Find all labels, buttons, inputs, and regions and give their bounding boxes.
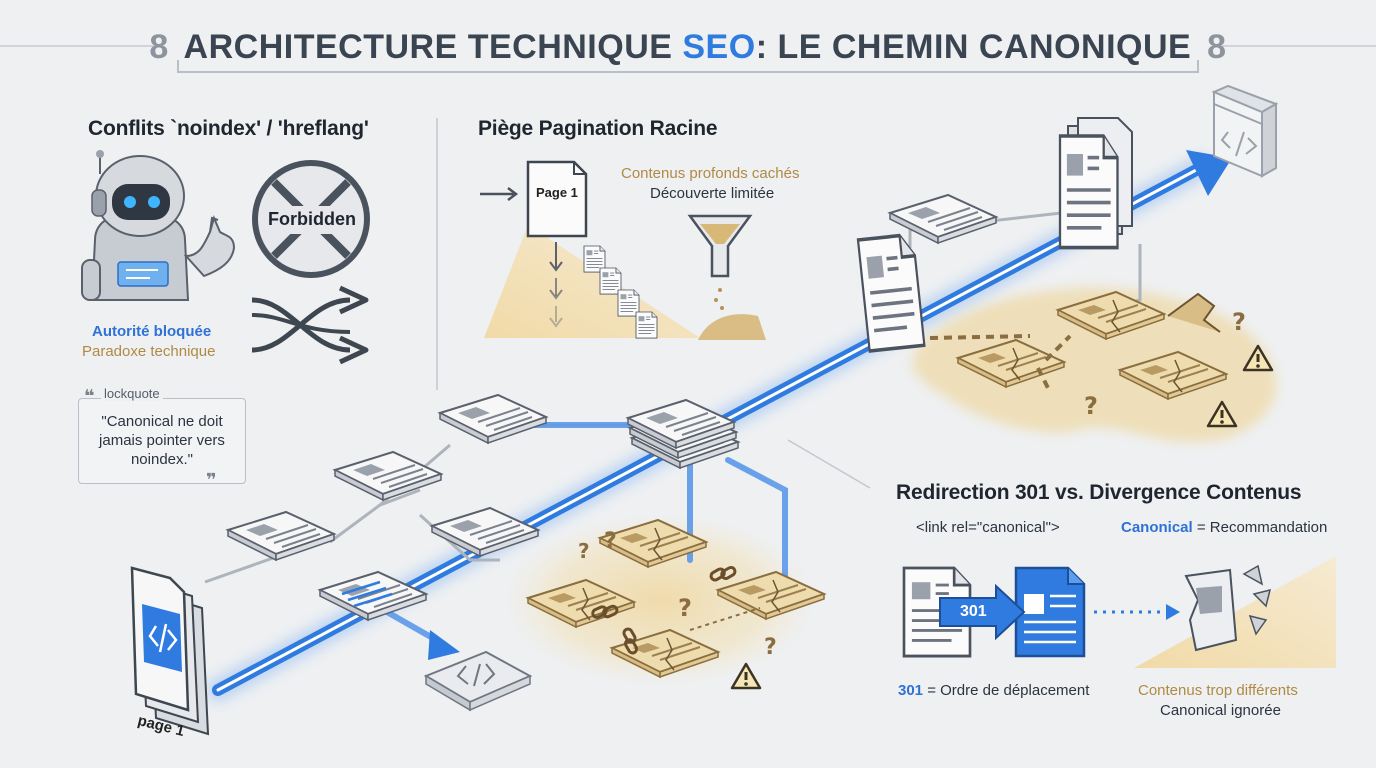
- title-highlight: SEO: [682, 28, 756, 66]
- svg-text:?: ?: [1232, 308, 1246, 336]
- quote-text: "Canonical ne doit jamais pointer vers n…: [99, 413, 225, 468]
- sand-area-bottom: [505, 515, 815, 685]
- redirection-illustration: [902, 556, 1336, 668]
- canonical-ignored-label: Canonical ignorée: [1160, 702, 1281, 719]
- tree-node-3: [227, 511, 335, 561]
- pagination-illustration: [480, 160, 766, 340]
- pagination-page-label: Page 1: [536, 185, 578, 200]
- deep-pages-stack: [1058, 117, 1133, 250]
- forbidden-label: Forbidden: [268, 209, 356, 229]
- conflicts-heading: Conflits `noindex' / 'hreflang': [88, 117, 369, 140]
- redirect-code: 301: [898, 682, 924, 699]
- large-doc-middle: [856, 232, 927, 353]
- limited-discovery-label: Découverte limitée: [650, 185, 775, 202]
- sand-area-right: [911, 287, 1277, 443]
- orphan-pages-right: ? ?: [929, 291, 1274, 428]
- browser-code-window: [1211, 84, 1279, 178]
- quote-box: [78, 398, 246, 484]
- quote-close-icon: ❞: [206, 470, 217, 490]
- redirect-order: 301 = Ordre de déplacement: [898, 682, 1089, 699]
- title-ornament-right: 8: [1207, 28, 1227, 66]
- svg-text:?: ?: [1084, 392, 1098, 420]
- main-page-stack: [130, 566, 210, 736]
- canonical-word: Canonical: [1121, 519, 1193, 536]
- quote-open-icon: ❝: [84, 386, 95, 406]
- too-different-label: Contenus trop différents: [1138, 682, 1298, 699]
- canonical-rest: = Recommandation: [1192, 519, 1328, 536]
- svg-text:?: ?: [578, 539, 590, 563]
- svg-text:?: ?: [764, 635, 777, 660]
- tree-node-2: [334, 451, 442, 501]
- divider-right: [787, 439, 871, 489]
- link-tag-label: <link rel="canonical">: [916, 519, 1060, 536]
- redirect-badge: 301: [960, 603, 987, 620]
- title-suffix: : LE CHEMIN CANONIQUE: [755, 28, 1192, 66]
- title-ornament-left: 8: [149, 28, 169, 66]
- svg-text:?: ?: [604, 529, 617, 554]
- quote-label: lockquote: [101, 386, 163, 401]
- route-arrowhead: [428, 630, 460, 660]
- orphan-pages-bottom: ? ? ? ?: [527, 519, 825, 690]
- redirection-heading: Redirection 301 vs. Divergence Contenus: [896, 481, 1302, 504]
- tree-node-right: [889, 194, 997, 244]
- tree-node-5-highlight: [341, 580, 393, 608]
- redirect-code-rest: = Ordre de déplacement: [923, 682, 1090, 699]
- title-frame: [0, 45, 1376, 73]
- code-destination-doc: [423, 650, 533, 712]
- canonical-recommendation: Canonical = Recommandation: [1121, 519, 1327, 536]
- pagination-heading: Piège Pagination Racine: [478, 117, 718, 140]
- tree-node-1: [439, 394, 547, 444]
- crossing-arrows: [251, 285, 369, 365]
- robot-illustration: [81, 150, 236, 301]
- authority-blocked: Autorité bloquée: [92, 323, 212, 340]
- forbidden-sign: [252, 160, 370, 278]
- page-title: 8 ARCHITECTURE TECHNIQUE SEO: LE CHEMIN …: [0, 28, 1376, 67]
- svg-text:?: ?: [678, 594, 692, 622]
- technical-paradox: Paradoxe technique: [82, 343, 216, 360]
- title-prefix: ARCHITECTURE TECHNIQUE: [183, 28, 683, 66]
- hidden-content-label: Contenus profonds cachés: [621, 165, 800, 182]
